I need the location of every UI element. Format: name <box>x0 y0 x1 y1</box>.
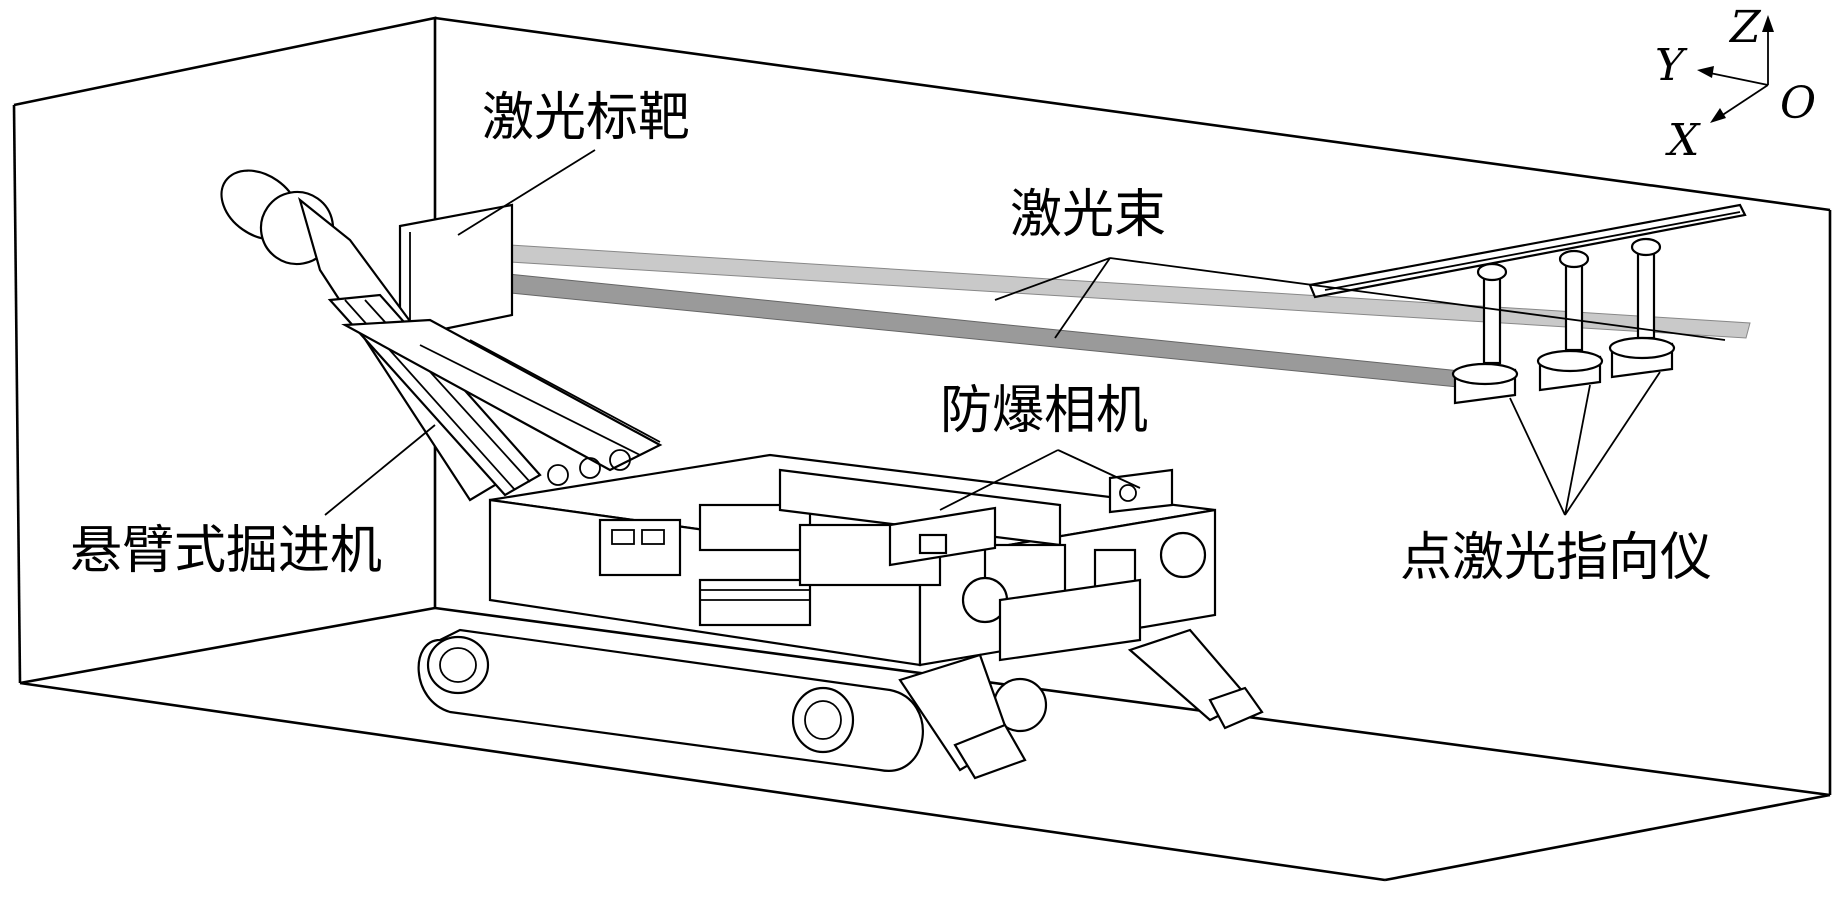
laser-pointer-1 <box>1451 262 1519 405</box>
axis-z-label: Z <box>1728 2 1762 53</box>
label-roadheader: 悬臂式掘进机 <box>70 521 382 581</box>
axis-o-label: O <box>1780 78 1816 129</box>
point-laser-pointers <box>1451 237 1676 405</box>
laser-pointer-2 <box>1536 249 1604 392</box>
leader-lines <box>324 149 1726 516</box>
label-laser-target: 激光标靶 <box>482 88 690 148</box>
roadway-frame <box>12 16 1832 882</box>
coordinate-axes: Z Y O X <box>1655 2 1816 166</box>
label-laser-beam: 激光束 <box>1010 185 1166 245</box>
label-point-laser-pointer: 点激光指向仪 <box>1400 528 1712 588</box>
stabilizer-legs <box>898 628 1264 780</box>
roadheader-body <box>488 453 1217 667</box>
laser-target <box>398 203 514 340</box>
axis-x-label: X <box>1665 115 1701 166</box>
axis-y-label: Y <box>1655 40 1688 91</box>
label-explosion-proof-camera: 防爆相机 <box>940 381 1148 441</box>
laser-pointer-3 <box>1608 237 1676 379</box>
ceiling-rail <box>1308 203 1747 299</box>
cutting-boom <box>220 169 663 502</box>
crawler-tracks <box>417 628 1048 772</box>
